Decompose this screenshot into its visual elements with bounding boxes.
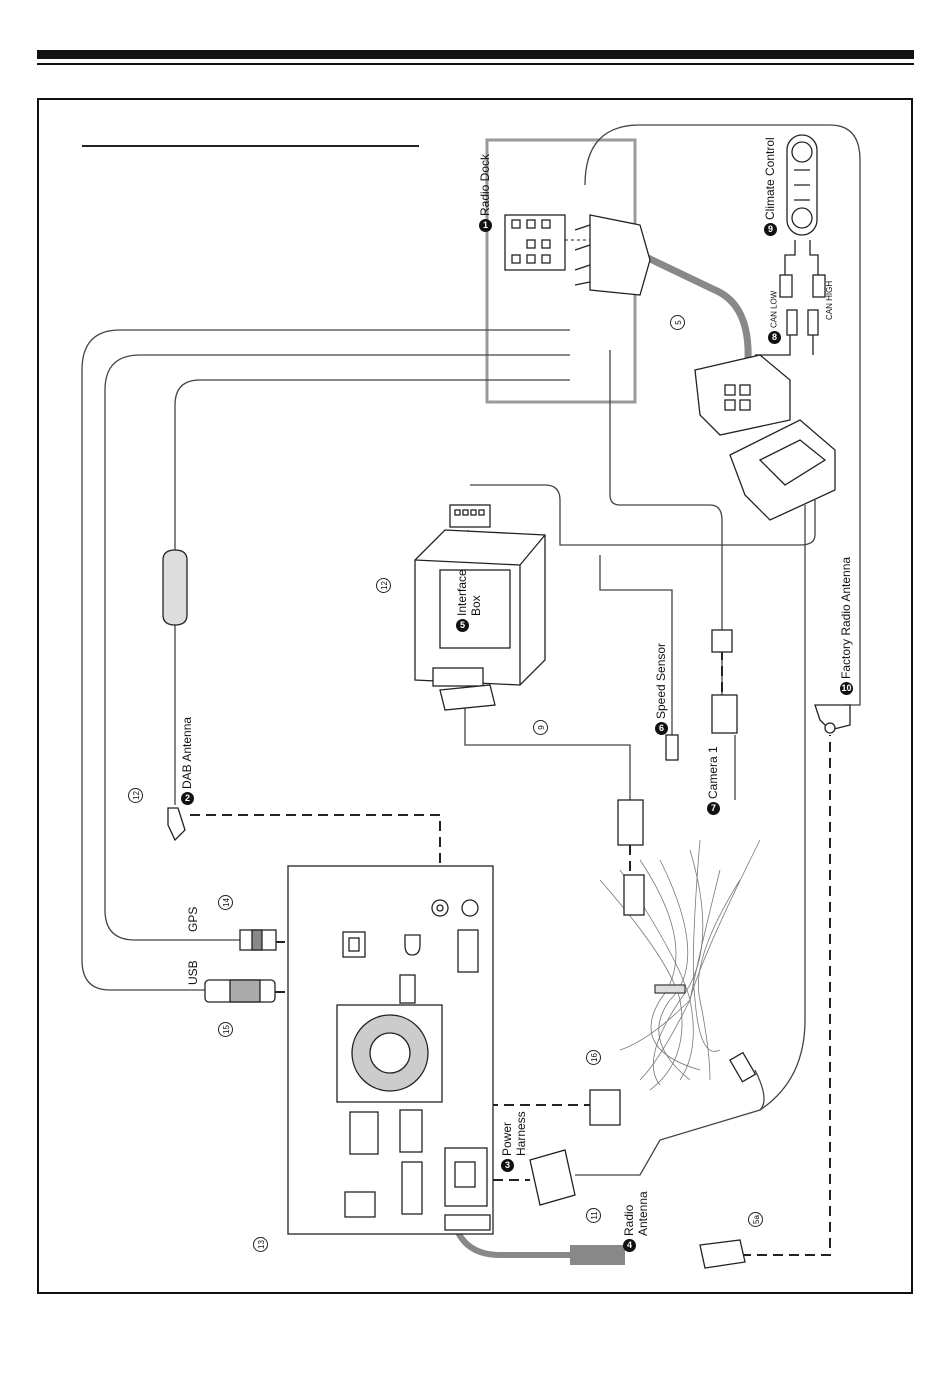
power-harness-line1: Power xyxy=(500,1122,514,1156)
label-radio-dock: 1 Radio Dock xyxy=(478,154,492,232)
interface-box-line1: Interface xyxy=(455,569,469,616)
can-plug-4 xyxy=(808,310,818,335)
dab-antenna-text: DAB Antenna xyxy=(180,717,194,789)
can-plug-2 xyxy=(813,275,825,297)
label-can-high: CAN HIGH xyxy=(825,281,835,320)
gps-text: GPS xyxy=(186,907,200,932)
harness-lead-right xyxy=(730,1053,755,1082)
head-unit-hdmi-port xyxy=(458,930,478,972)
can-plug-1 xyxy=(780,275,792,297)
label-factory-antenna: 10 Factory Radio Antenna xyxy=(839,557,853,695)
dab-filter xyxy=(163,550,187,625)
camera-text: Camera 1 xyxy=(706,746,720,799)
power-harness-plug xyxy=(530,1150,575,1205)
harness-square-plug xyxy=(618,800,643,845)
radio-antenna-plug xyxy=(700,1240,745,1268)
callout-5-dock-cable: 5 xyxy=(670,315,685,330)
can-plug-3 xyxy=(787,310,797,335)
climate-control-text: Climate Control xyxy=(763,137,777,220)
badge-4: 4 xyxy=(623,1239,636,1252)
dab-antenna-plug xyxy=(168,808,185,840)
can-low-text: CAN LOW xyxy=(770,291,779,328)
badge-6: 6 xyxy=(655,722,668,735)
label-gps: GPS xyxy=(186,907,200,932)
can-cable-loop xyxy=(755,1070,764,1110)
callout-12-dab: 12 xyxy=(128,788,143,803)
callout-5a-antenna: 5a xyxy=(748,1212,763,1227)
badge-3: 3 xyxy=(501,1159,514,1172)
radio-antenna-line2: Antenna xyxy=(636,1191,650,1252)
label-camera: 7 Camera 1 xyxy=(706,746,720,815)
power-cable xyxy=(575,505,805,1175)
callout-16-harness: 16 xyxy=(586,1050,601,1065)
callout-11-power-plug: 11 xyxy=(586,1208,601,1223)
label-climate-control: 9 Climate Control xyxy=(763,137,777,236)
callout-9-interface-cable: 9 xyxy=(533,720,548,735)
head-unit-antenna-port xyxy=(445,1215,490,1230)
head-unit-usb-port xyxy=(400,975,415,1003)
dock-plug xyxy=(590,215,650,295)
interface-bottom-plug xyxy=(440,685,495,710)
head-unit-port-a xyxy=(350,1112,378,1154)
interface-top-connector xyxy=(450,505,490,527)
usb-text: USB xyxy=(186,960,200,985)
badge-10: 10 xyxy=(840,682,853,695)
callout-12-interface-box: 12 xyxy=(376,578,391,593)
callout-15-usb: 15 xyxy=(218,1022,233,1037)
camera-rca-male xyxy=(712,695,737,733)
badge-9: 9 xyxy=(764,223,777,236)
interface-box-line2: Box xyxy=(469,569,483,632)
antenna-dashed xyxy=(725,735,830,1255)
speed-sensor-plug xyxy=(666,735,678,760)
harness-socket xyxy=(624,875,644,915)
harness16-plug xyxy=(590,1090,620,1125)
head-unit-port-c xyxy=(402,1162,422,1214)
climate-wires xyxy=(785,240,818,275)
head-unit-port-d xyxy=(345,1192,375,1217)
interface-bottom-connector xyxy=(433,668,483,686)
radio-antenna-line1: Radio xyxy=(622,1205,636,1236)
head-unit-round-port xyxy=(405,935,420,955)
label-dab-antenna: 2 DAB Antenna xyxy=(180,717,194,805)
badge-7: 7 xyxy=(707,802,720,815)
label-usb: USB xyxy=(186,960,200,985)
interface-harness-cable xyxy=(465,705,630,800)
can-high-text: CAN HIGH xyxy=(825,281,834,320)
callout-14-gps: 14 xyxy=(218,895,233,910)
badge-1: 1 xyxy=(479,219,492,232)
head-unit-aux-jack xyxy=(462,900,478,916)
badge-8: 8 xyxy=(768,331,781,344)
speed-sensor-text: Speed Sensor xyxy=(654,643,668,719)
camera-rca-female xyxy=(712,630,732,652)
antenna-adapter xyxy=(570,1245,625,1265)
badge-5: 5 xyxy=(456,619,469,632)
dab-cable xyxy=(175,380,570,555)
dock-grey-cable xyxy=(648,258,748,360)
callout-13-head-unit: 13 xyxy=(253,1237,268,1252)
label-can-low: 8 CAN LOW xyxy=(768,291,781,344)
head-unit-port-b xyxy=(400,1110,422,1152)
label-speed-sensor: 6 Speed Sensor xyxy=(654,643,668,735)
harness-tie xyxy=(655,985,685,993)
badge-2: 2 xyxy=(181,792,194,805)
radio-dock-text: Radio Dock xyxy=(478,154,492,216)
power-harness-line2: Harness xyxy=(514,1111,528,1172)
factory-antenna-text: Factory Radio Antenna xyxy=(839,557,853,679)
